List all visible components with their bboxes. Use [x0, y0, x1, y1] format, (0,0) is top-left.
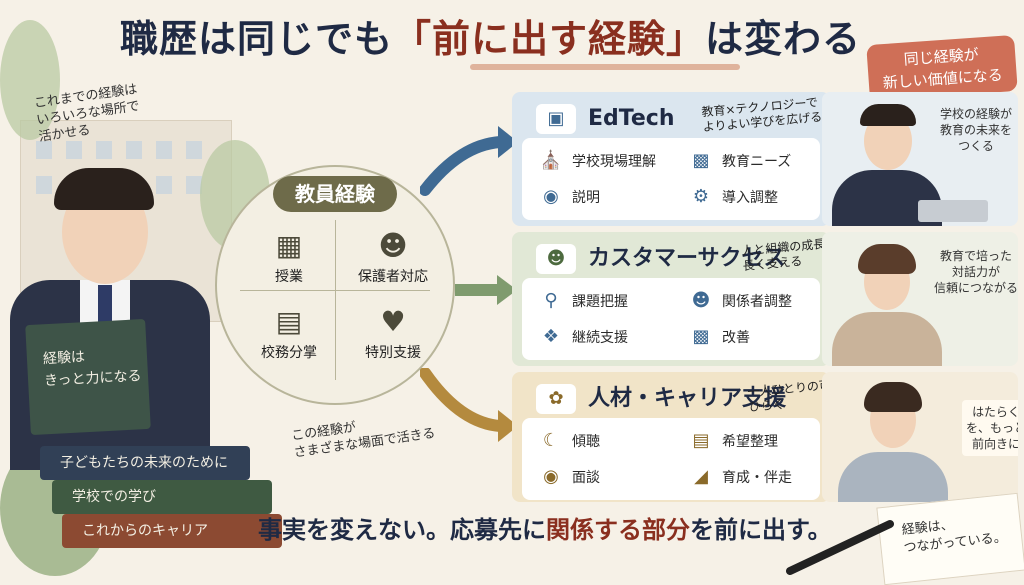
- card-body: ⛪学校現場理解 ▩教育ニーズ ◉説明 ⚙導入調整: [522, 138, 820, 220]
- skill-item: ☾傾聴: [536, 426, 676, 456]
- experience-item-parents: ☻ 保護者対応: [348, 228, 438, 286]
- skill-item: ◢育成・伴走: [686, 462, 826, 492]
- card-header: ▣ EdTech: [522, 98, 820, 138]
- document-icon: ▤: [275, 305, 303, 338]
- skill-item: ⚲課題把握: [536, 286, 676, 316]
- circle-handwritten-note: この経験がさまざまな場面で活きる: [290, 420, 437, 461]
- book-stack-item: 子どもたちの未来のために: [40, 446, 250, 480]
- card-edtech: ▣ EdTech 教育×テクノロジーでよりよい学びを広げる ⛪学校現場理解 ▩教…: [512, 92, 830, 226]
- people-icon: ☻: [378, 229, 408, 262]
- circle-title: 教員経験: [273, 176, 397, 212]
- person-panel-customer-success: 教育で培った対話力が信頼につながる: [822, 232, 1018, 366]
- skill-item: ⚙導入調整: [686, 182, 826, 212]
- list-icon: ▤: [692, 430, 710, 451]
- card-body: ⚲課題把握 ☻関係者調整 ❖継続支援 ▩改善: [522, 278, 820, 360]
- experience-item-school-duties: ▤ 校務分掌: [244, 304, 334, 362]
- skill-item: ◉面談: [536, 462, 676, 492]
- group-icon: ☻: [536, 244, 576, 274]
- pen-illustration: [786, 520, 894, 575]
- page-title: 職歴は同じでも「前に出す経験」は変わる: [120, 17, 862, 61]
- stairs-icon: ◢: [694, 466, 708, 487]
- card-body: ☾傾聴 ▤希望整理 ◉面談 ◢育成・伴走: [522, 418, 820, 500]
- arrow-to-edtech: [420, 126, 518, 196]
- sprout-icon: ✿: [536, 384, 576, 414]
- bar-chart-icon: ▩: [692, 150, 710, 171]
- panel-note: 教育で培った対話力が信頼につながる: [934, 249, 1018, 295]
- experience-item-class: ▦ 授業: [244, 228, 334, 286]
- gear-icon: ⚙: [692, 186, 710, 207]
- card-career-support: ✿ 人材・キャリア支援 一人ひとりの可能性をひらく ☾傾聴 ▤希望整理 ◉面談 …: [512, 372, 867, 502]
- skill-item: ☻関係者調整: [686, 286, 826, 316]
- skill-item: ▤希望整理: [686, 426, 826, 456]
- handshake-icon: ❖: [542, 326, 560, 347]
- arrow-to-career-support: [420, 368, 518, 442]
- bottom-message: 事実を変えない。応募先に関係する部分を前に出す。: [258, 516, 832, 544]
- tree-illustration: [0, 20, 60, 140]
- held-book: 経験はきっと力になる: [25, 318, 151, 436]
- book-stack-item: これからのキャリア: [62, 514, 282, 548]
- skill-item: ❖継続支援: [536, 322, 676, 352]
- people-icon: ☻: [691, 290, 711, 311]
- panel-note: 学校の経験が教育の未来をつくる: [940, 107, 1013, 153]
- speech-bubble-icon: ◉: [543, 186, 559, 207]
- person-panel-edtech: 学校の経験が教育の未来をつくる: [822, 92, 1018, 226]
- laptop-icon: ▣: [536, 104, 576, 134]
- card-header: ✿ 人材・キャリア支援: [522, 378, 820, 418]
- book-stack-item: 学校での学び: [52, 480, 272, 514]
- bar-chart-icon: ▩: [692, 326, 710, 347]
- school-icon: ⛪: [539, 150, 563, 171]
- arrow-to-customer-success: [455, 275, 517, 305]
- ear-icon: ☾: [542, 430, 560, 451]
- title-underline: [470, 64, 740, 70]
- skill-item: ⛪学校現場理解: [536, 146, 676, 176]
- skill-item: ◉説明: [536, 182, 676, 212]
- divider: [335, 220, 336, 380]
- chat-icon: ◉: [543, 466, 559, 487]
- card-customer-success: ☻ カスタマーサクセス 人と組織の成長を長く支える ⚲課題把握 ☻関係者調整 ❖…: [512, 232, 838, 366]
- magnifier-icon: ⚲: [544, 290, 558, 311]
- experience-item-special-support: ♥ 特別支援: [348, 304, 438, 362]
- skill-item: ▩改善: [686, 322, 826, 352]
- heart-hand-icon: ♥: [380, 305, 406, 338]
- laptop-illustration: [918, 200, 988, 222]
- card-header: ☻ カスタマーサクセス: [522, 238, 820, 278]
- skill-item: ▩教育ニーズ: [686, 146, 826, 176]
- classroom-icon: ▦: [275, 229, 303, 262]
